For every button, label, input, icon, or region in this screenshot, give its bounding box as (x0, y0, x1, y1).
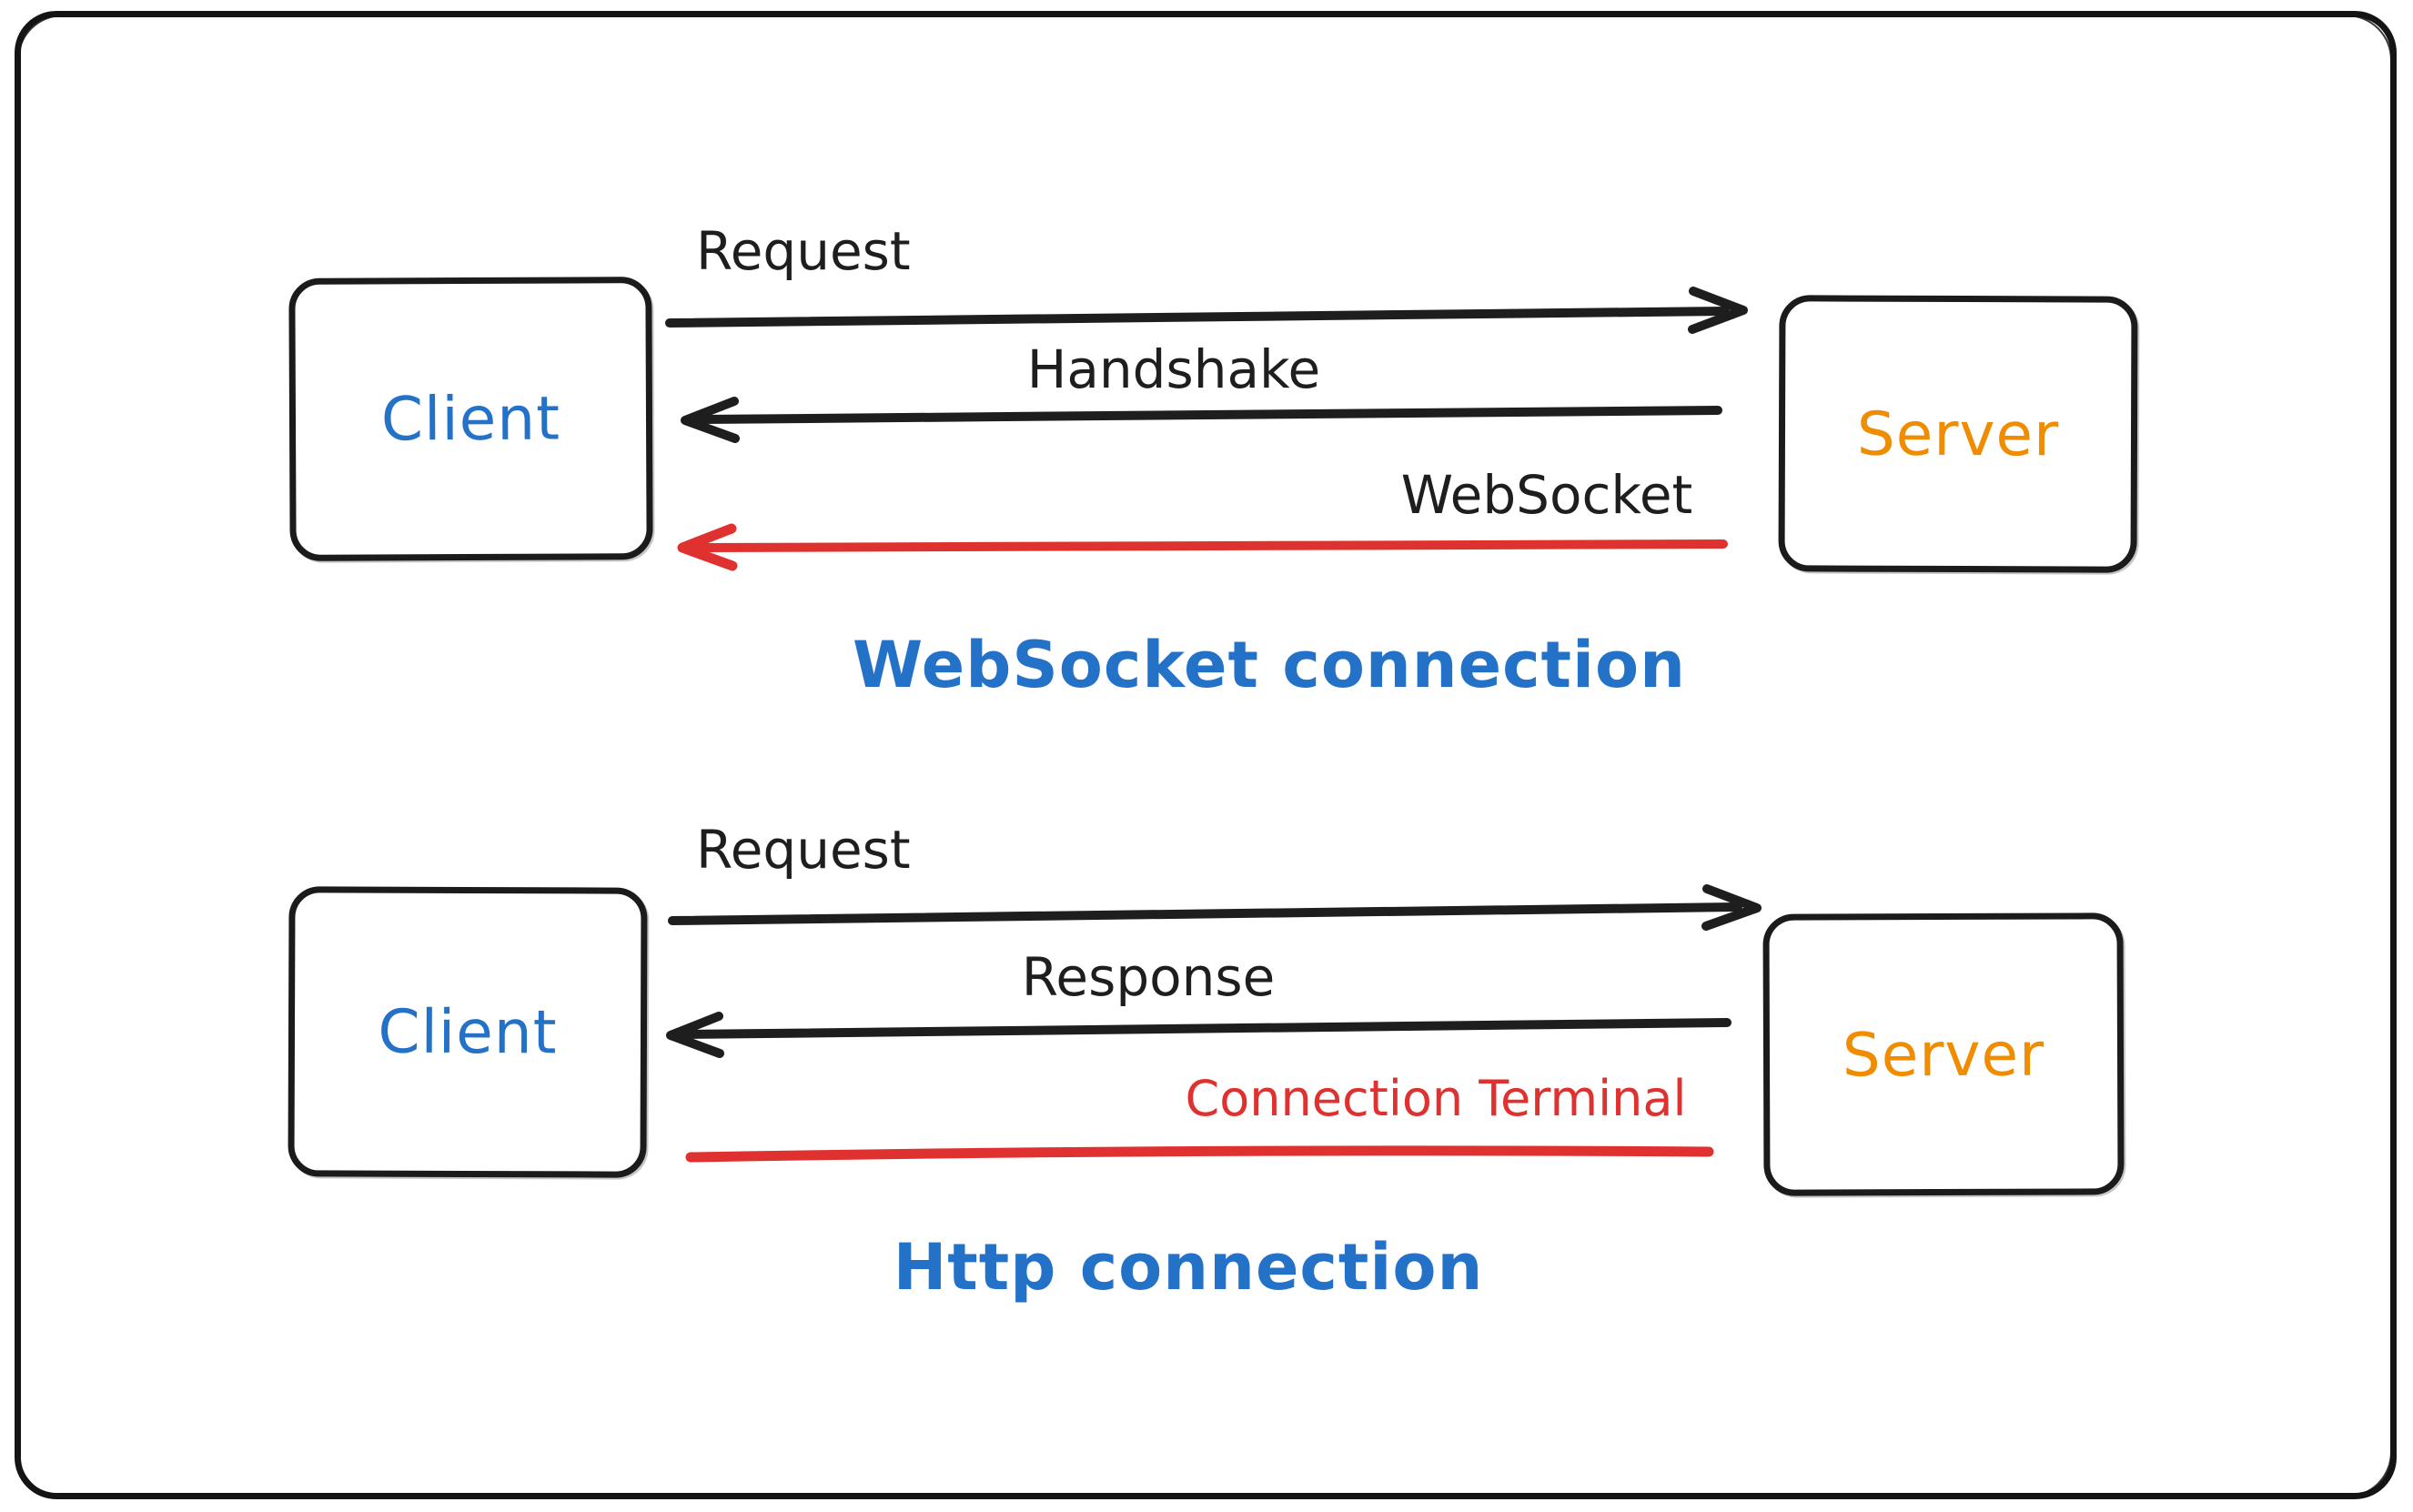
ws-server-label: Server (1856, 398, 2060, 469)
ws-request-label: Request (696, 220, 911, 282)
http-terminal-label: Connection Terminal (1185, 1070, 1687, 1127)
http-caption: Http connection (893, 1230, 1484, 1305)
ws-caption: WebSocket connection (853, 628, 1686, 702)
ws-client-label: Client (380, 383, 561, 455)
http-response-label: Response (1021, 946, 1276, 1008)
http-client-label: Client (378, 996, 558, 1068)
http-request-label: Request (696, 819, 911, 881)
sketch-outer-frame (15, 11, 2397, 1499)
ws-handshake-label: Handshake (1026, 338, 1321, 400)
http-server-label: Server (1842, 1019, 2045, 1090)
http-server-box: Server (1762, 912, 2125, 1196)
http-client-box: Client (288, 886, 648, 1178)
ws-server-box: Server (1778, 295, 2138, 573)
ws-websocket-label: WebSocket (1400, 464, 1693, 526)
ws-client-box: Client (288, 277, 653, 561)
